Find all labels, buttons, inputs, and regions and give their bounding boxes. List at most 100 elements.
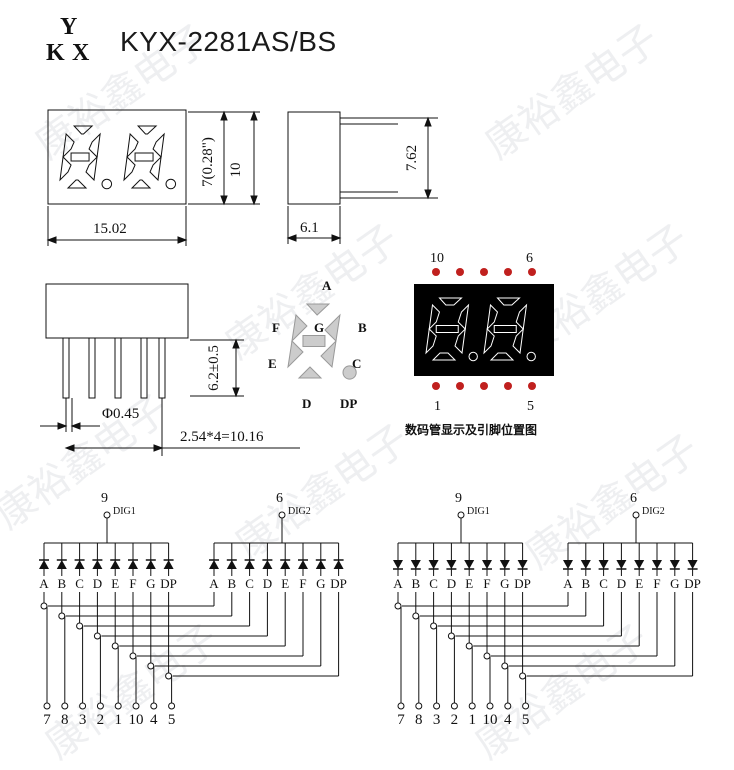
pin-dot	[528, 382, 536, 390]
segment-label-g: G	[146, 576, 155, 591]
pin-number: 3	[433, 712, 441, 728]
pin	[158, 337, 166, 399]
pin-number: 2	[97, 712, 105, 728]
segment-label-c: C	[352, 356, 361, 371]
segment-label-d: D	[263, 576, 272, 591]
height-dimension: 10	[228, 163, 244, 178]
segment-a	[72, 125, 94, 135]
pin-10-label: 10	[430, 251, 444, 266]
pin-number: 1	[468, 712, 476, 728]
diode	[74, 560, 85, 569]
brand-logo: Y K X	[46, 14, 90, 66]
pinout-display	[414, 268, 554, 390]
segment-label-a: A	[209, 576, 219, 591]
segment-label-e: E	[268, 356, 277, 371]
segment-label-a: A	[39, 576, 49, 591]
diode	[517, 560, 528, 569]
front-digits	[59, 125, 177, 190]
pin-dot	[480, 268, 488, 276]
pin-dot	[456, 268, 464, 276]
segment-label-f: F	[129, 576, 136, 591]
logo-letter-y: Y	[60, 14, 77, 40]
pin-spacing-dimension: 7.62	[404, 145, 420, 171]
pin	[88, 337, 96, 399]
diode	[428, 560, 439, 569]
segment-label-a: A	[393, 576, 403, 591]
diode	[226, 560, 237, 569]
front-view	[46, 109, 260, 246]
pin-dot	[504, 268, 512, 276]
segment-label-b: B	[227, 576, 236, 591]
digit-label: DIG1	[113, 506, 136, 517]
segment-c	[149, 155, 162, 182]
diode	[244, 560, 255, 569]
common-pin-label: 9	[101, 491, 108, 506]
pin-dot	[504, 382, 512, 390]
segment-d	[431, 352, 457, 361]
diode	[92, 560, 103, 569]
segment-label-f: F	[653, 576, 660, 591]
segment-a	[496, 297, 521, 306]
segment-label-e: E	[635, 576, 643, 591]
diode	[163, 560, 174, 569]
segment-d	[130, 179, 152, 189]
pin-number: 5	[522, 712, 530, 728]
segment-dp	[165, 178, 177, 190]
segment-b	[324, 313, 341, 343]
segment-e	[425, 327, 437, 355]
segment-label-c: C	[599, 576, 608, 591]
bottom-view	[40, 283, 300, 456]
segment-label-f: F	[299, 576, 306, 591]
digit-label: DIG2	[642, 506, 665, 517]
diode	[262, 560, 273, 569]
segment-label-b: B	[411, 576, 420, 591]
pin-diameter-dimension: Φ0.45	[102, 406, 139, 422]
segment-dp	[468, 351, 478, 362]
segment-label-g: G	[670, 576, 679, 591]
segment-label-dp: DP	[514, 576, 531, 591]
segment-g	[134, 152, 154, 162]
pin-pitch-dimension: 2.54*4=10.16	[180, 429, 264, 445]
diode	[598, 560, 609, 569]
pin-number: 10	[483, 712, 498, 728]
segment-label-e: E	[111, 576, 119, 591]
diode	[39, 560, 49, 569]
digit-label: DIG1	[467, 506, 490, 517]
pin-number: 10	[129, 712, 144, 728]
segment-label-g: G	[500, 576, 509, 591]
diode	[464, 560, 475, 569]
diode	[298, 560, 308, 569]
segment-c	[512, 327, 524, 355]
segment-f	[62, 132, 75, 159]
segment-label-dp: DP	[160, 576, 177, 591]
segment-e	[123, 155, 136, 182]
pin-number: 4	[504, 712, 512, 728]
segment-label-b: B	[358, 320, 367, 335]
page-title: KYX-2281AS/BS	[120, 26, 337, 57]
segment-f	[126, 132, 139, 159]
segment-label-f: F	[483, 576, 490, 591]
diode	[563, 560, 573, 569]
pin-dot	[432, 382, 440, 390]
pin-dot	[480, 382, 488, 390]
segment-label-c: C	[429, 576, 438, 591]
segment-d	[297, 366, 323, 379]
logo-letter-x: X	[72, 40, 90, 66]
segment-b	[88, 132, 101, 159]
logo-letter-k: K	[46, 40, 65, 66]
diode	[128, 560, 138, 569]
pin-number: 5	[168, 712, 176, 728]
diode	[687, 560, 698, 569]
diode	[145, 560, 156, 569]
diode	[315, 560, 326, 569]
segment-label-dp: DP	[684, 576, 701, 591]
segment-label-c: C	[245, 576, 254, 591]
pin-number: 8	[61, 712, 69, 728]
segment-e	[59, 155, 72, 182]
segment-f	[291, 313, 308, 343]
segment-label-b: B	[581, 576, 590, 591]
segment-g	[435, 325, 459, 333]
diode	[634, 560, 645, 569]
common-pin-label: 9	[455, 491, 462, 506]
